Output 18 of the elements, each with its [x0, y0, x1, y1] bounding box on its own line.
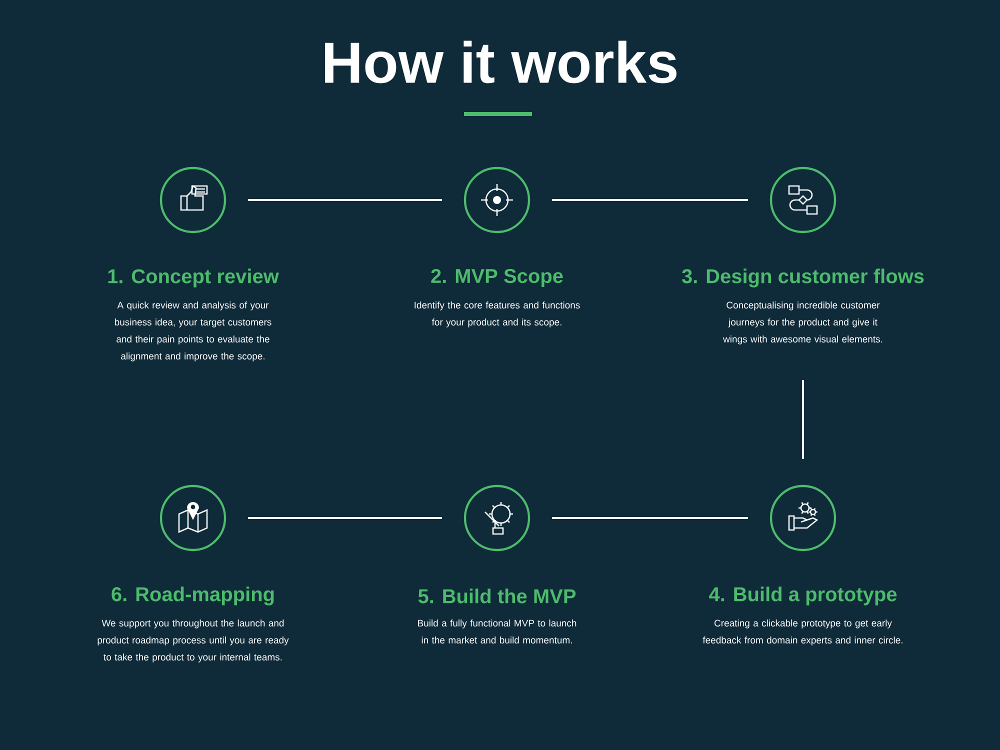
title: How it works	[325, 40, 676, 84]
connector-line	[552, 517, 748, 519]
step-heading: 6. Road-mapping	[112, 586, 274, 606]
step-heading: 5. Build the MVP	[418, 588, 576, 604]
step-description: Identify the core features and functions for your product and its scope.	[414, 302, 580, 328]
step-heading: 4. Build a prototype	[709, 586, 897, 606]
connector-line	[552, 199, 748, 201]
step-description: Build a fully functional MVP to launch in the market and build momentum.	[418, 620, 576, 644]
step-description: Conceptualising incredible customer journeys for the product and give it wings with awesome visual elements.	[723, 302, 882, 344]
connector-line	[248, 517, 442, 519]
step-description: Creating a clickable prototype to get early feedback from domain experts and inner circle.	[702, 620, 902, 646]
connector-line	[802, 380, 804, 459]
step-heading: 3. Design customer flows	[682, 268, 924, 288]
step-description: We support you throughout the launch and product roadmap process until you are ready to take the product to your internal teams.	[98, 620, 289, 662]
step-heading: 1. Concept review	[108, 268, 279, 288]
step-heading: 2. MVP Scope	[431, 268, 563, 288]
step-description: A quick review and analysis of your business idea, your target customers and their pain points to evaluate the alignment and improve the scope.	[114, 302, 272, 362]
connector-line	[248, 199, 442, 201]
